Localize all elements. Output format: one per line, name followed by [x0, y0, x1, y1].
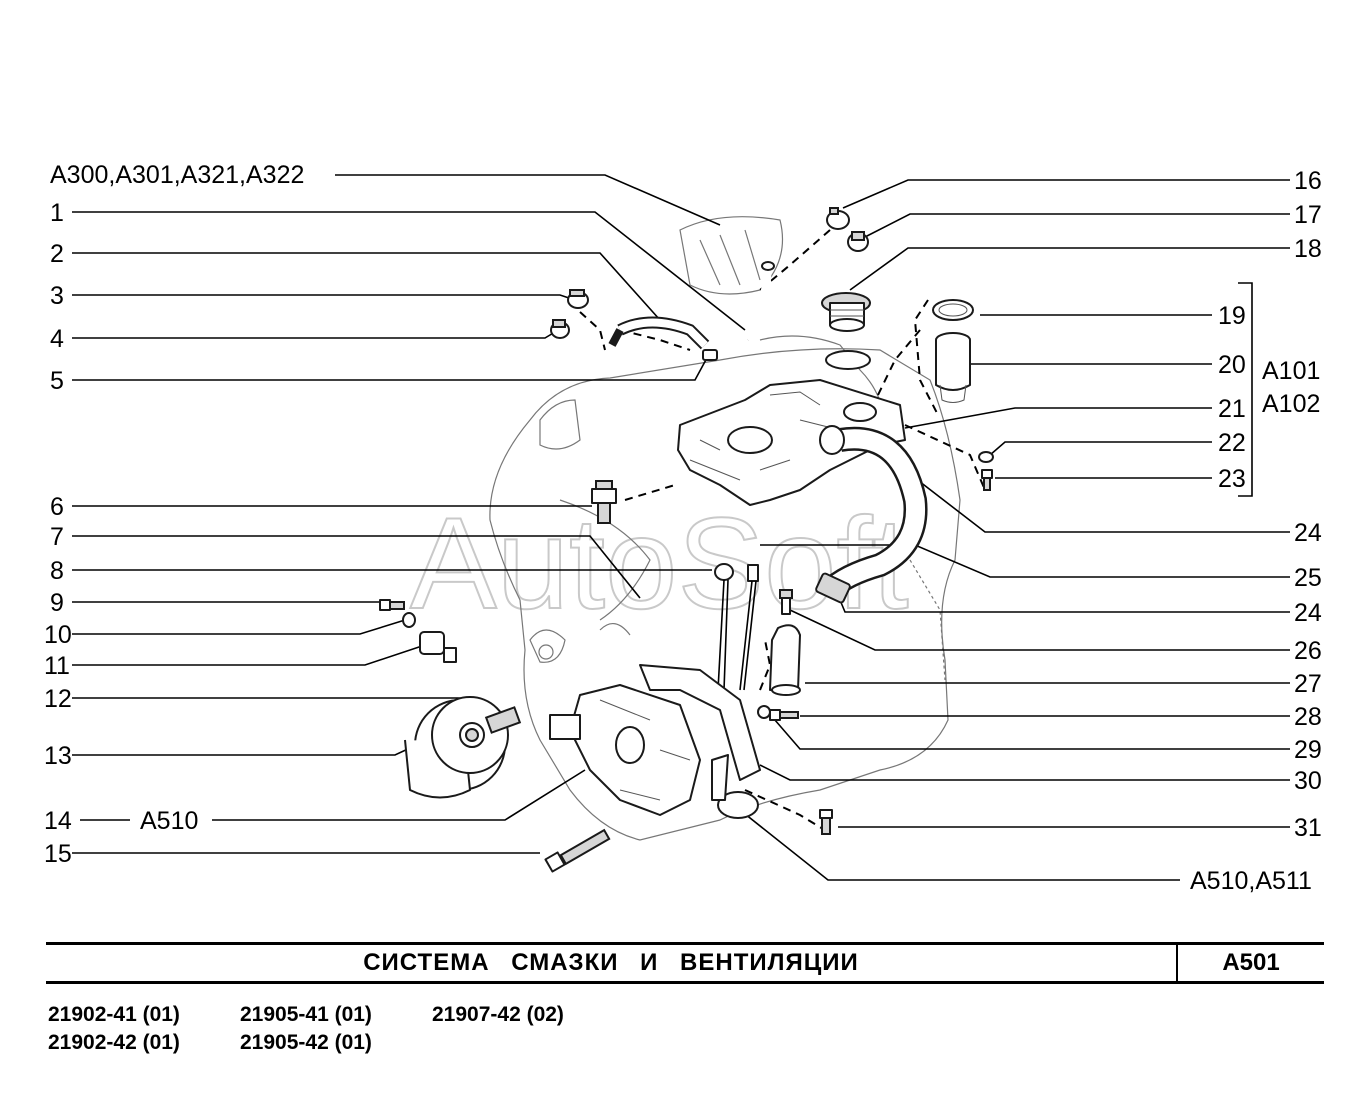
callout-15: 15	[44, 840, 72, 868]
model-code: 21907-42 (02)	[432, 1003, 564, 1026]
label-group-top: A300,A301,A321,A322	[50, 161, 304, 189]
callout-31: 31	[1294, 814, 1322, 842]
label-item14-ref: A510	[140, 807, 198, 835]
callout-16: 16	[1294, 167, 1322, 195]
fitting-12	[484, 706, 522, 734]
label-group-bottom-right: A510,A511	[1190, 867, 1312, 895]
diagram-code: A501	[1222, 949, 1280, 976]
model-code: 21902-42 (01)	[48, 1031, 180, 1054]
callout-20: 20	[1218, 351, 1246, 379]
clamp-17	[847, 231, 869, 252]
clamp-4	[550, 319, 570, 339]
callout-labels: A300,A301,A321,A322 1 2 3 4 5 6 7 8 9 10…	[44, 161, 1322, 895]
callout-1: 1	[50, 199, 64, 227]
callout-10: 10	[44, 621, 72, 649]
watermark: AutoSoft	[410, 490, 909, 636]
washer-10	[402, 612, 416, 628]
callout-8: 8	[50, 557, 64, 585]
bolt-31	[819, 809, 833, 835]
filler-neck-20	[935, 332, 971, 403]
callout-23: 23	[1218, 465, 1246, 493]
callout-3: 3	[50, 282, 64, 310]
title-block: СИСТЕМА СМАЗКИ И ВЕНТИЛЯЦИИ A501	[46, 942, 1324, 984]
callout-6: 6	[50, 493, 64, 521]
bolt-9	[379, 599, 405, 611]
callout-7: 7	[50, 523, 64, 551]
oil-receiver	[711, 754, 759, 819]
ventilation-hose-2	[608, 316, 710, 350]
clamp-16	[826, 207, 850, 230]
callout-11: 11	[44, 652, 70, 680]
washer-22	[978, 451, 994, 463]
bolt-23	[981, 469, 993, 491]
washer-29	[757, 705, 771, 719]
oil-pressure-sensor-6	[591, 480, 617, 524]
callout-13: 13	[44, 742, 72, 770]
callout-29: 29	[1294, 736, 1322, 764]
oil-pump-14	[549, 684, 701, 816]
callout-17: 17	[1294, 201, 1322, 229]
callout-24b: 24	[1294, 599, 1322, 627]
assembly-dashes	[579, 229, 986, 833]
callout-2: 2	[50, 240, 64, 268]
callout-26: 26	[1294, 637, 1322, 665]
parts-diagram: AutoSoft	[44, 161, 1322, 895]
callout-27: 27	[1294, 670, 1322, 698]
bolt-15	[544, 828, 611, 873]
diagram-title: СИСТЕМА СМАЗКИ И ВЕНТИЛЯЦИИ	[46, 945, 1178, 981]
ventilation-hose-1	[745, 261, 775, 342]
pipe-27	[769, 624, 801, 696]
callout-18: 18	[1294, 235, 1322, 263]
seal-ring-19	[932, 299, 974, 321]
callout-30: 30	[1294, 767, 1322, 795]
oil-filter-13	[404, 696, 509, 799]
engine-block-outline	[489, 216, 961, 841]
bolt-28	[769, 709, 799, 721]
valve-26	[779, 589, 793, 615]
model-code: 21905-41 (01)	[240, 1003, 372, 1026]
sensor-11	[419, 631, 457, 663]
oil-filler-cap-18	[821, 292, 871, 370]
dipstick-7-8	[714, 563, 759, 691]
callout-28: 28	[1294, 703, 1322, 731]
model-code: 21905-42 (01)	[240, 1031, 372, 1054]
fitting-5	[702, 349, 718, 361]
callout-5: 5	[50, 367, 64, 395]
clamp-3	[567, 289, 589, 309]
crankcase-hose-24	[815, 425, 928, 604]
gasket-30	[639, 664, 761, 781]
callout-25: 25	[1294, 564, 1322, 592]
label-bracket-a102: A102	[1262, 390, 1320, 418]
callout-24a: 24	[1294, 519, 1322, 547]
callout-9: 9	[50, 589, 64, 617]
label-bracket-a101: A101	[1262, 357, 1320, 385]
head-cover-21	[677, 379, 906, 506]
callout-14: 14	[44, 807, 72, 835]
model-code: 21902-41 (01)	[48, 1003, 180, 1026]
callout-22: 22	[1218, 429, 1246, 457]
callout-12: 12	[44, 685, 72, 713]
callout-4: 4	[50, 325, 64, 353]
callout-21: 21	[1218, 395, 1246, 423]
callout-19: 19	[1218, 302, 1246, 330]
